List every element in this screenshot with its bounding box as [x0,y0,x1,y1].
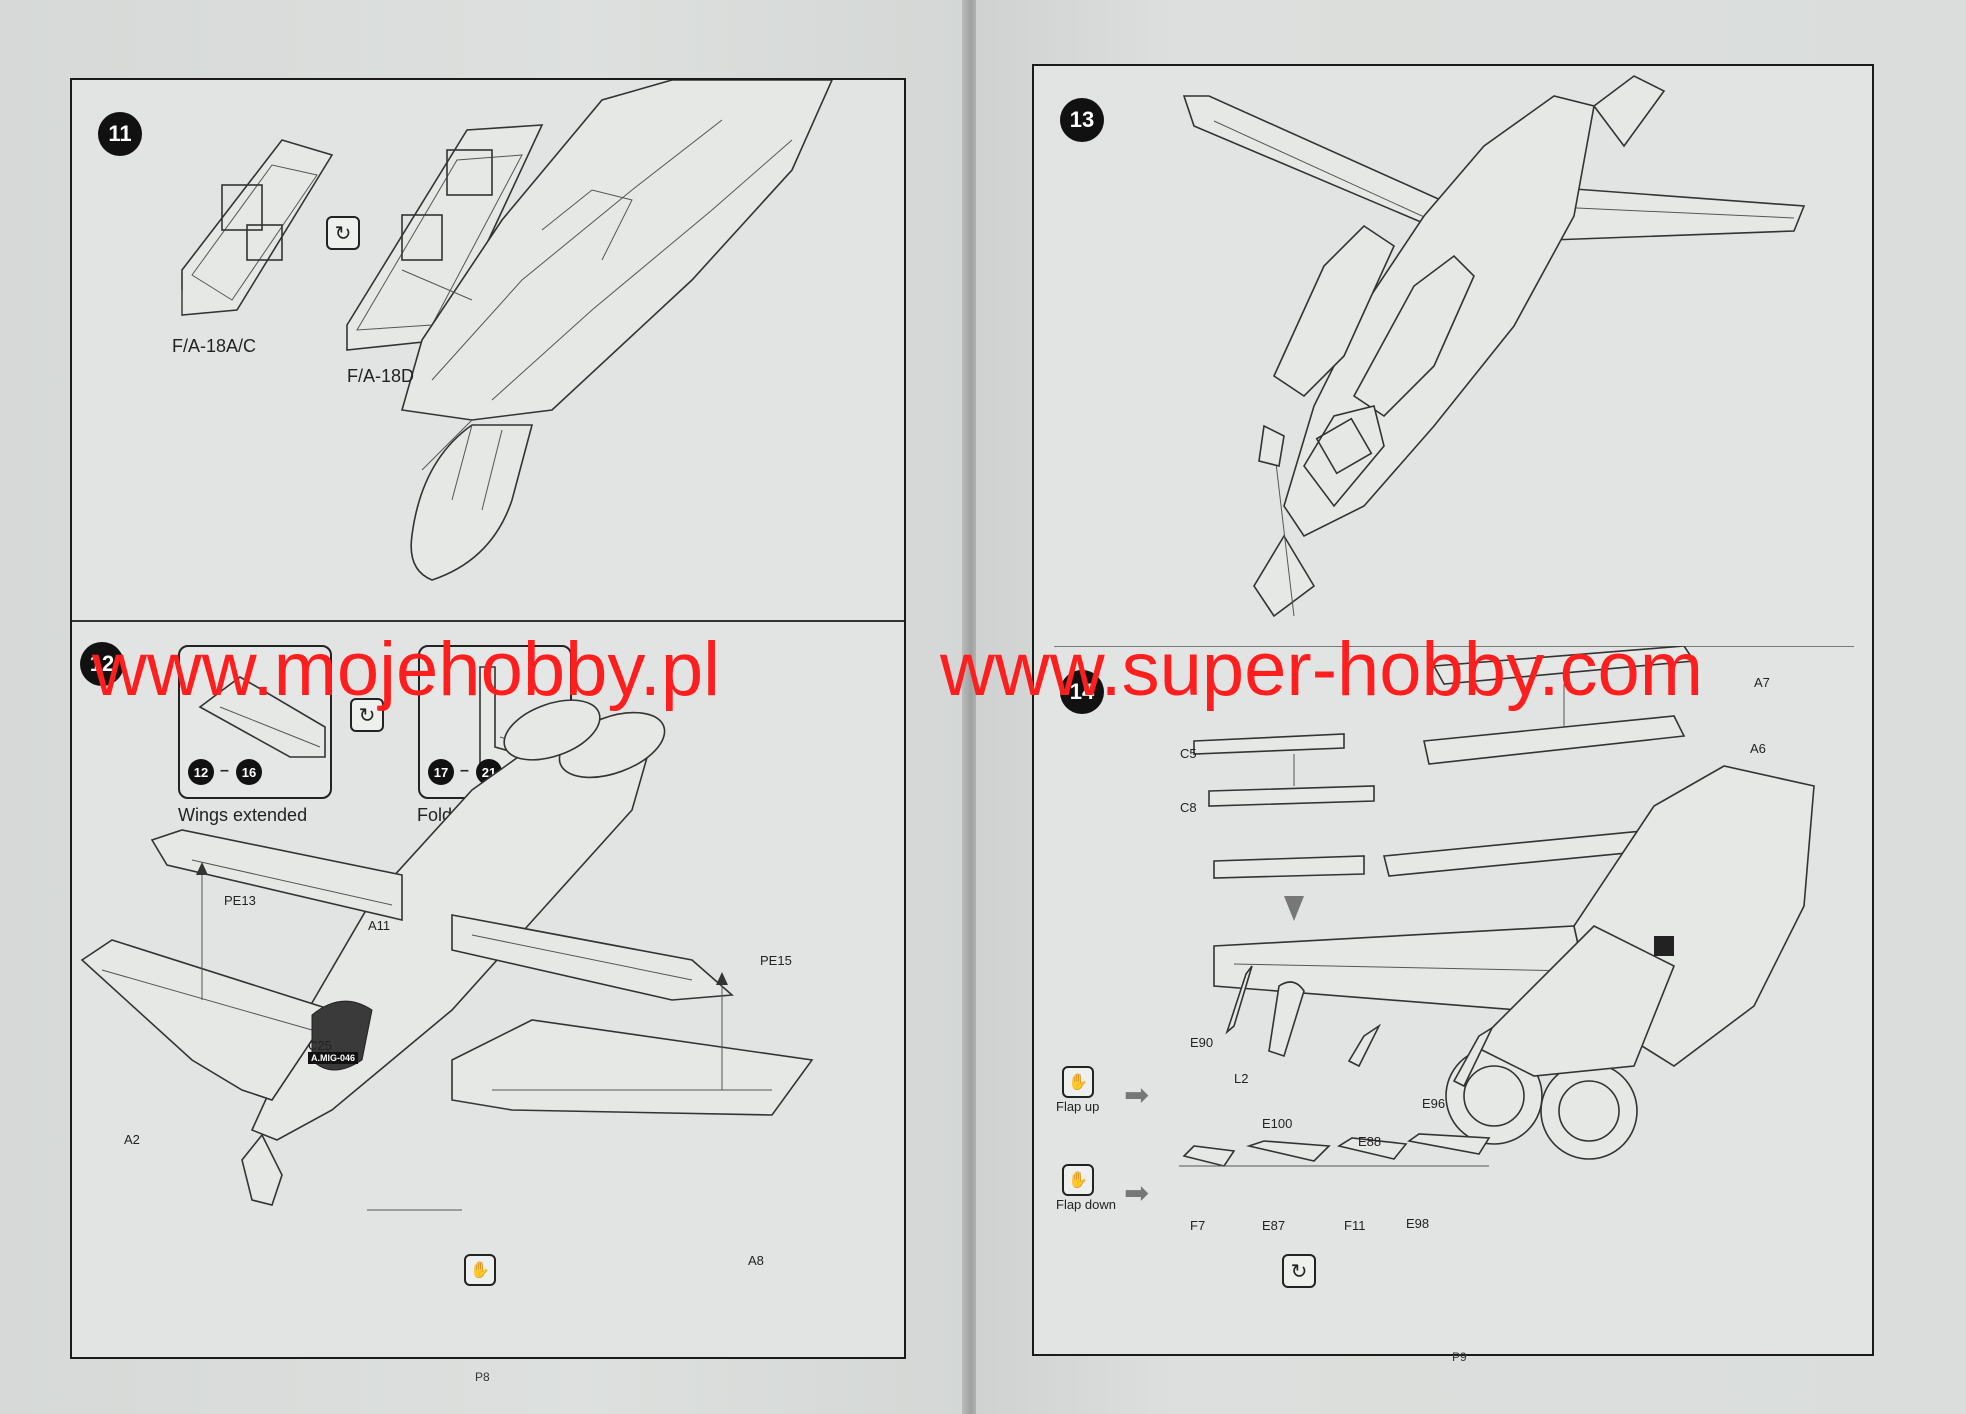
hand-icon: ✋ [1062,1164,1094,1196]
step-13-drawing [1182,75,1806,618]
part-label-pe15: PE15 [760,953,792,968]
step-11-badge: 11 [98,112,142,156]
step-14-badge: 14 [1060,670,1104,714]
range-badge-start: 12 [188,759,214,785]
step-14-drawing [1179,646,1815,1167]
right-instruction-frame: 13 14 [1032,64,1874,1356]
part-label-c8: C8 [1180,800,1197,815]
book-gutter [962,0,980,1414]
part-label-a7: A7 [1754,675,1770,690]
part-label-l2: L2 [1234,1071,1249,1086]
nose-cone-drawing [410,424,534,581]
flap-up-label: Flap up [1056,1099,1100,1114]
flap-down-label: Flap down [1056,1197,1116,1212]
page-number-right: P9 [1452,1350,1467,1364]
range-badge-end: 16 [236,759,262,785]
right-page: 13 14 [976,0,1966,1414]
arrow-icon: ➡ [1124,1079,1150,1112]
step-12-badge: 12 [80,642,124,686]
part-label-e96: E96 [1422,1096,1446,1111]
step-divider [1054,646,1854,647]
rotate-icon: ↻ [326,216,360,250]
hand-icon: ✋ [1062,1066,1094,1098]
range-badge-start: 17 [428,759,454,785]
part-label-a2: A2 [124,1132,140,1147]
page-number-left: P8 [475,1370,490,1384]
part-label-e90: E90 [1190,1035,1214,1050]
part-label-a8: A8 [748,1253,764,1268]
part-label-f7: F7 [1190,1218,1206,1233]
watermark-mojehobby: www.mojehobby.pl [92,627,721,712]
part-label-e98: E98 [1406,1216,1430,1231]
forward-fuselage-drawing [400,80,833,471]
wings-extended-inset: 12 – 16 [178,645,332,799]
step-13-badge: 13 [1060,98,1104,142]
part-label-c5: C5 [1180,746,1197,761]
cockpit-tub-d-drawing [346,124,544,351]
rotate-icon: ↻ [1282,1254,1316,1288]
step-11-drawing [181,80,833,581]
step-12-aircraft-drawing [80,699,814,1211]
watermark-super-hobby: www.super-hobby.com [940,627,1704,712]
part-label-e87: E87 [1262,1218,1286,1233]
range-dash: – [460,762,469,779]
left-instruction-frame: 11 [70,78,906,1359]
part-label-a11: A11 [368,918,391,933]
part-label-c25: C25 [308,1038,332,1053]
arrow-icon: ➡ [1124,1177,1150,1210]
decal-label: A.MIG-046 [308,1052,359,1064]
caption-fa18ac: F/A-18A/C [172,336,257,356]
caption-wings-extended: Wings extended [178,805,308,825]
part-label-e100: E100 [1262,1116,1293,1131]
part-label-e88: E88 [1358,1134,1382,1149]
step-divider [72,620,904,622]
range-dash: – [220,762,229,779]
part-label-a6: A6 [1750,741,1766,756]
cockpit-tub-ac-drawing [181,139,334,316]
hand-icon: ✋ [464,1254,496,1286]
part-label-f11: F11 [1344,1218,1366,1233]
part-label-pe13: PE13 [224,893,256,908]
left-page: 11 [0,0,968,1414]
caption-fa18d: F/A-18D [347,366,415,386]
rotate-icon: ↻ [350,698,384,732]
